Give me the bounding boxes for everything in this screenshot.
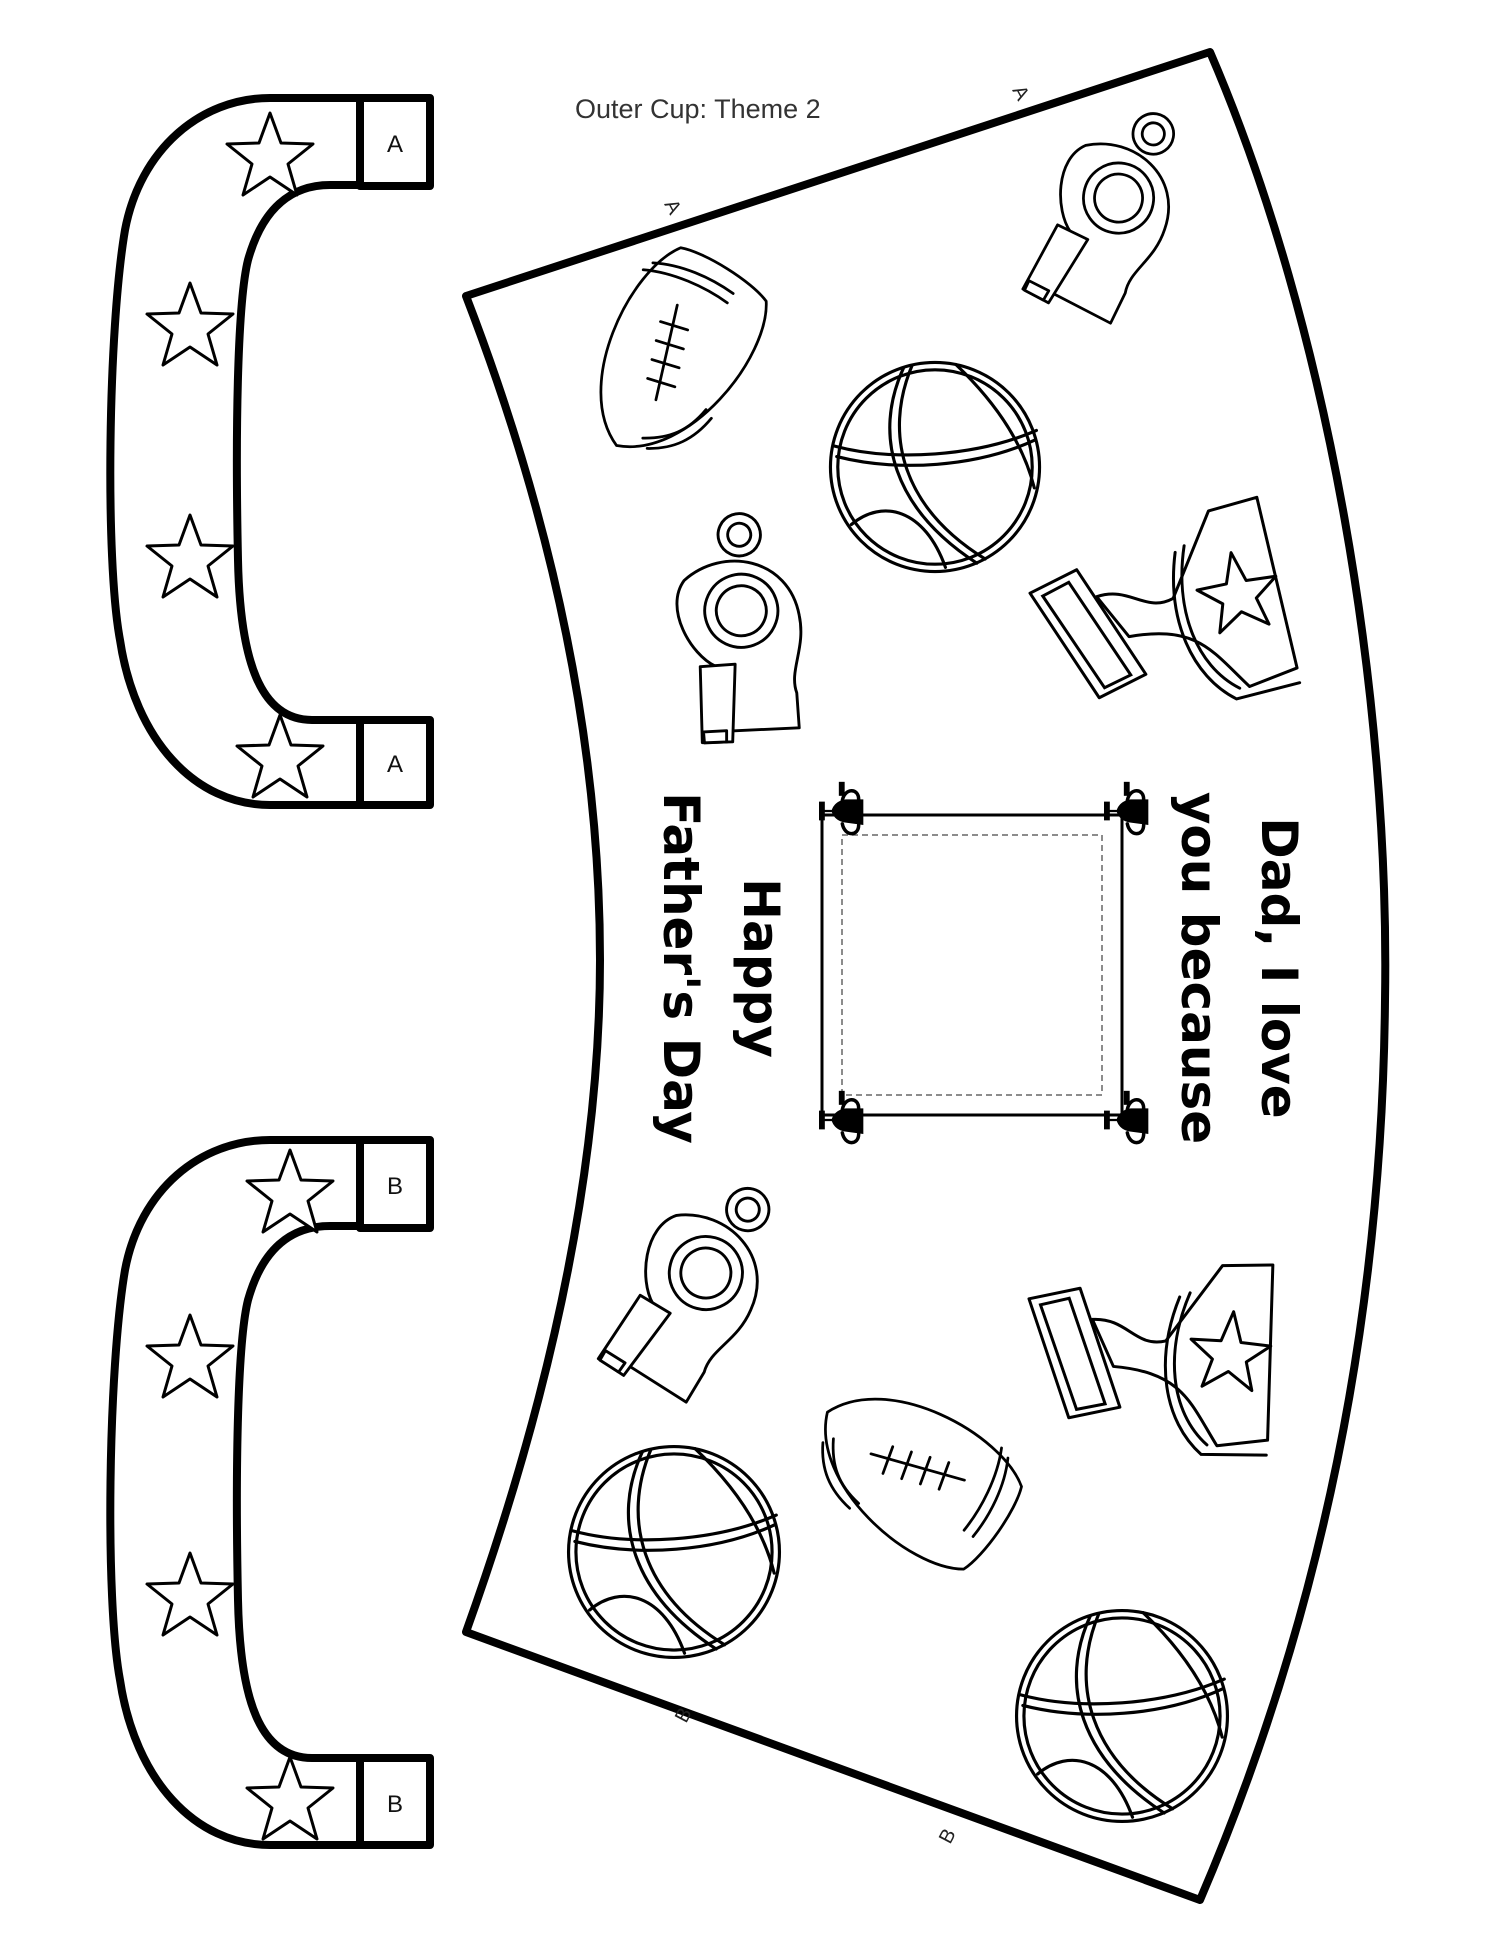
tab-b-top-label: B: [387, 1173, 403, 1200]
edge-mark-b-bottom-right: B: [935, 1825, 961, 1847]
page-title: Outer Cup: Theme 2: [575, 94, 821, 124]
basketball-icon: [1014, 1608, 1230, 1824]
greeting-line-1: Happy: [732, 878, 790, 1058]
message-line-2: you because: [1170, 792, 1228, 1144]
tab-b-bottom-label: B: [387, 1791, 403, 1818]
photo-frame: [817, 780, 1151, 1145]
basketball-icon: [828, 360, 1042, 574]
tab-a-top-label: A: [387, 131, 403, 158]
tab-a-bottom: [356, 716, 434, 809]
handle-b: B B: [106, 1136, 434, 1849]
tab-a-top: [356, 94, 434, 190]
basketball-icon: [566, 1444, 782, 1660]
edge-mark-a-top-left: A: [660, 196, 686, 219]
tab-b-bottom: [356, 1754, 434, 1849]
edge-mark-a-top-right: A: [1008, 82, 1034, 105]
tab-b-top: [356, 1136, 434, 1232]
tab-a-bottom-label: A: [387, 751, 403, 778]
photo-frame-border: [820, 813, 1124, 1117]
handle-a: A A: [106, 94, 434, 809]
message-line-1: Dad, I love: [1250, 817, 1308, 1118]
photo-frame-dashed-area: [841, 834, 1103, 1096]
greeting-line-2: Father's Day: [652, 792, 710, 1144]
